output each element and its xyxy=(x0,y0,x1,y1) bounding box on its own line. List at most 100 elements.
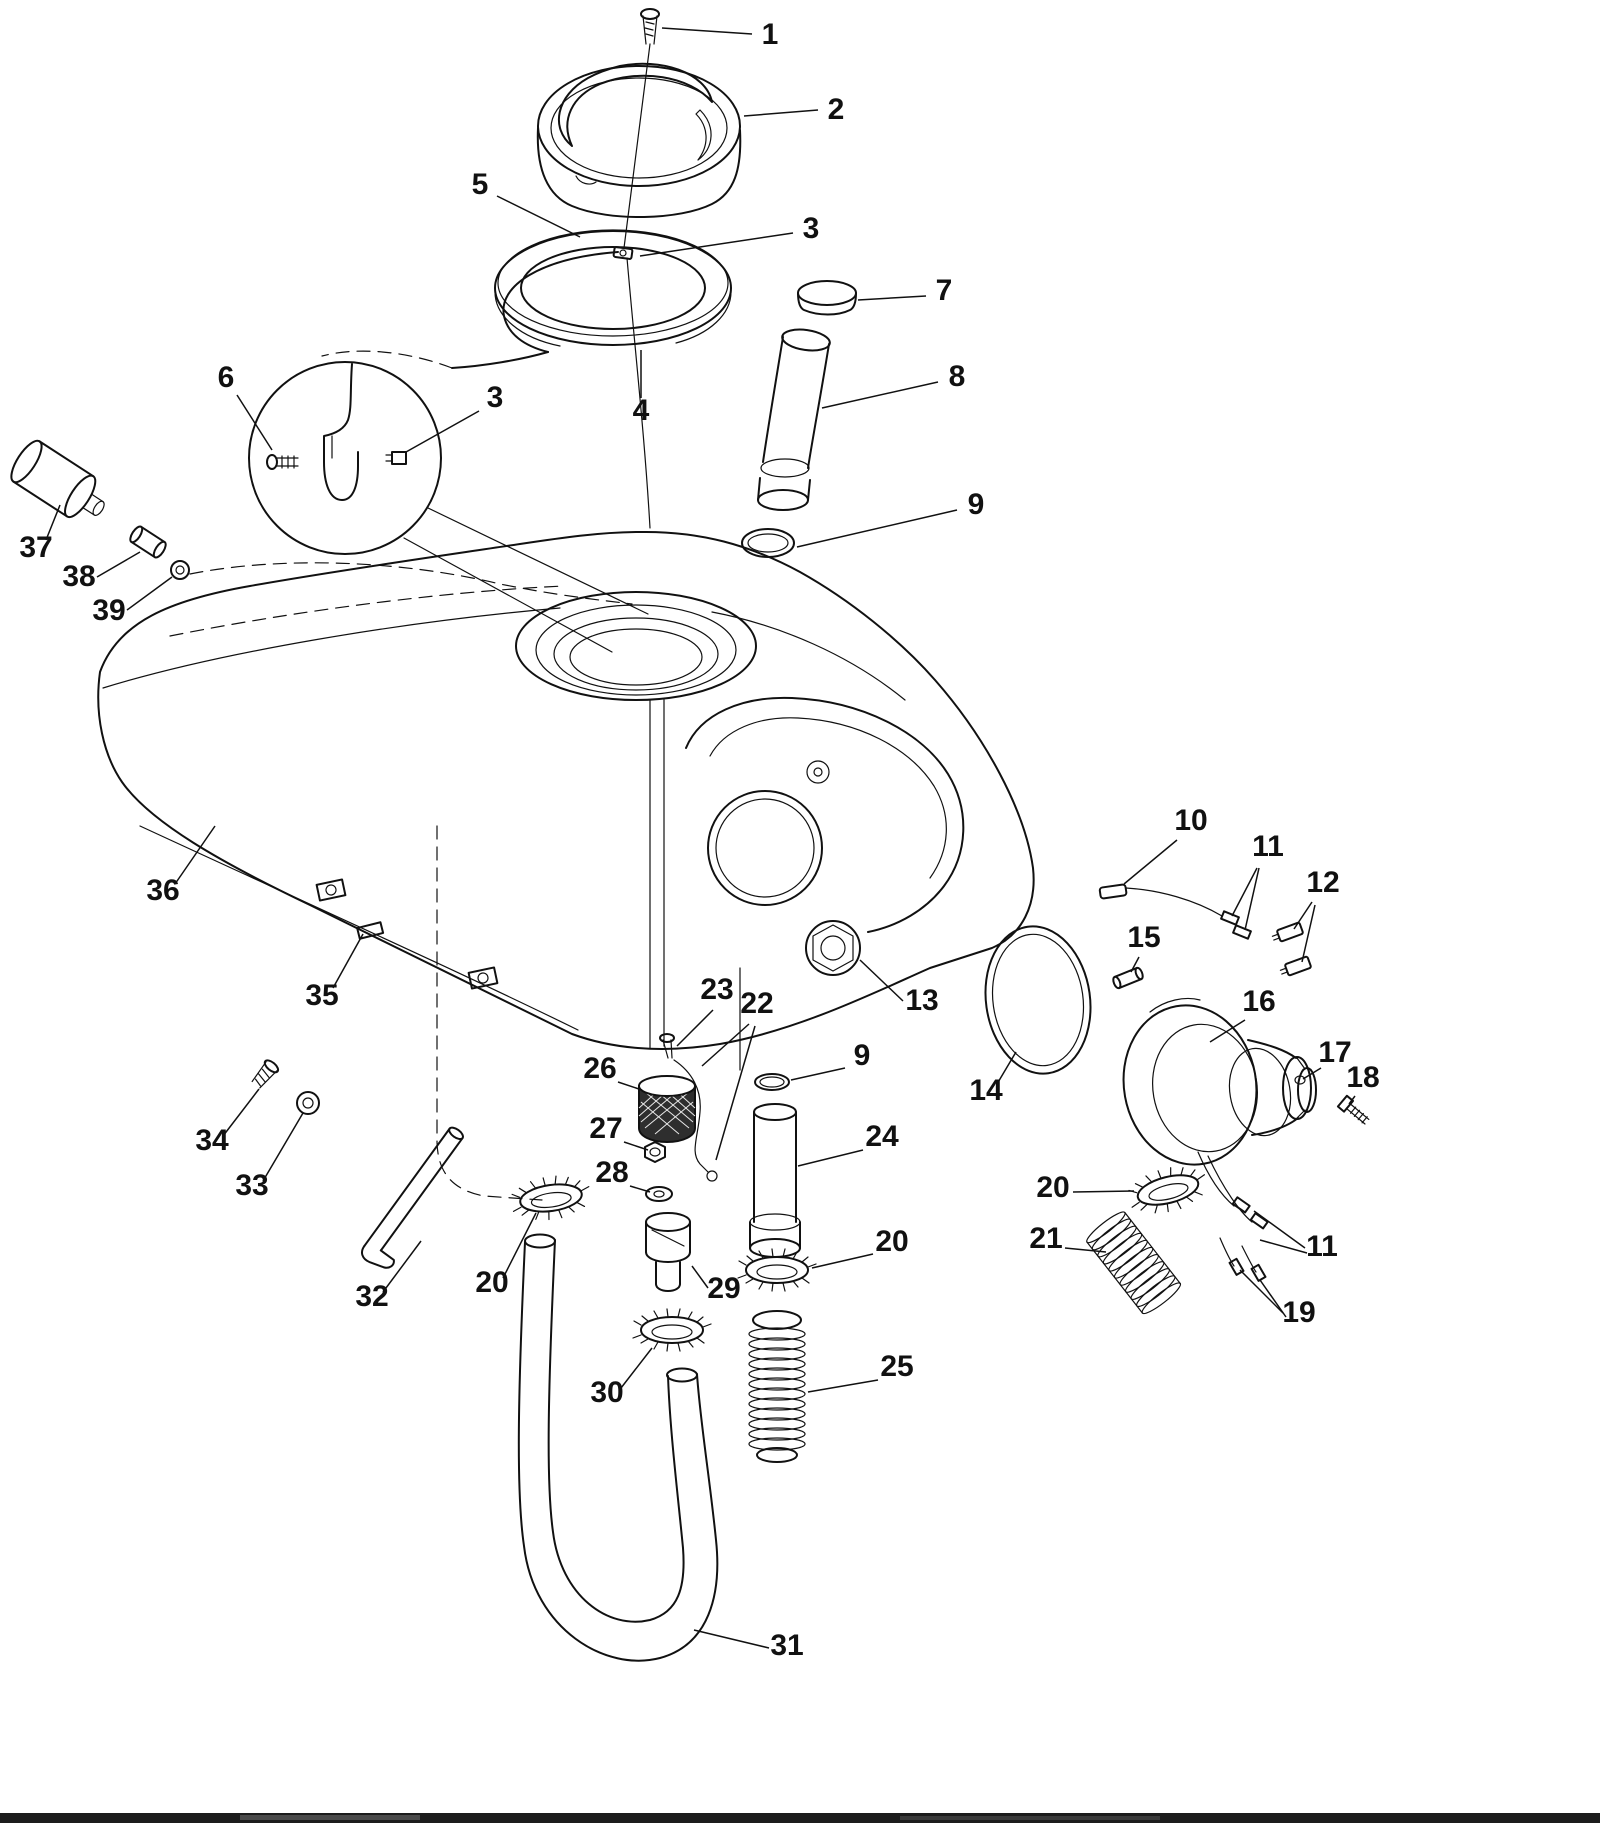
leader-line-5 xyxy=(496,195,581,238)
nut-art xyxy=(644,1141,666,1163)
leader-line-29 xyxy=(691,1265,709,1289)
callout-15: 15 xyxy=(1127,921,1160,954)
callout-9: 9 xyxy=(968,488,985,521)
leader-line-11 xyxy=(1259,1239,1308,1254)
leader-line-23 xyxy=(676,1009,714,1047)
leader-line-11 xyxy=(1231,867,1258,917)
leader-line-37 xyxy=(45,504,61,541)
leader-line-3 xyxy=(639,232,794,257)
callout-25: 25 xyxy=(880,1350,913,1383)
pickup-rod-art xyxy=(361,1126,464,1269)
callout-35: 35 xyxy=(305,979,338,1012)
vent-detail-circle-art xyxy=(248,361,649,653)
callout-9: 9 xyxy=(854,1039,871,1072)
leader-line-30 xyxy=(620,1347,653,1389)
leader-line-3 xyxy=(405,410,480,453)
leader-line-33 xyxy=(262,1112,304,1182)
callout-4: 4 xyxy=(633,394,650,427)
leader-line-9 xyxy=(796,509,958,548)
callout-33: 33 xyxy=(235,1169,268,1202)
scan-edge-strip xyxy=(0,1813,1600,1823)
callout-3: 3 xyxy=(487,381,504,414)
callout-19: 19 xyxy=(1282,1296,1315,1329)
leader-line-11 xyxy=(1253,1210,1306,1249)
leader-line-6 xyxy=(236,394,273,451)
leader-line-28 xyxy=(629,1185,651,1193)
callout-7: 7 xyxy=(936,274,953,307)
callout-16: 16 xyxy=(1242,985,1275,1018)
callout-17: 17 xyxy=(1318,1036,1351,1069)
ribbed-hose-bottom-art xyxy=(748,1310,806,1463)
leader-line-22 xyxy=(701,1023,750,1067)
tank-body-art xyxy=(97,530,1035,1201)
callout-30: 30 xyxy=(590,1376,623,1409)
callout-21: 21 xyxy=(1029,1222,1062,1255)
callout-10: 10 xyxy=(1174,804,1207,837)
sender-cylinder-art xyxy=(10,439,633,605)
outlet-fitting-art xyxy=(645,1212,691,1292)
callout-27: 27 xyxy=(589,1112,622,1145)
leader-line-7 xyxy=(857,295,927,301)
callout-36: 36 xyxy=(146,874,179,907)
callout-39: 39 xyxy=(92,594,125,627)
hose-clamp-bottom xyxy=(632,1308,712,1352)
callout-3: 3 xyxy=(803,212,820,245)
leader-line-20 xyxy=(811,1253,874,1269)
callout-13: 13 xyxy=(905,984,938,1017)
leader-line-17 xyxy=(1302,1067,1322,1080)
callout-31: 31 xyxy=(770,1629,803,1662)
callout-32: 32 xyxy=(355,1280,388,1313)
callout-26: 26 xyxy=(583,1052,616,1085)
leader-line-31 xyxy=(693,1629,770,1649)
callout-5: 5 xyxy=(472,168,489,201)
leader-line-38 xyxy=(96,551,141,578)
hose-clamp-right xyxy=(1124,1159,1212,1221)
leader-line-19 xyxy=(1259,1279,1287,1318)
washer-art xyxy=(645,1186,673,1202)
vent-cap-art xyxy=(797,280,857,316)
ribbed-hose-right-art xyxy=(1083,1208,1184,1318)
hose-clamp-mid xyxy=(737,1248,817,1292)
leader-line-20 xyxy=(1072,1190,1135,1193)
leader-line-18 xyxy=(1348,1095,1356,1105)
leader-line-11 xyxy=(1244,867,1260,931)
leader-line-27 xyxy=(623,1141,649,1151)
leader-line-39 xyxy=(126,576,173,611)
o-ring-top-art xyxy=(741,528,795,558)
leader-line-8 xyxy=(821,381,939,409)
fuel-filter-art xyxy=(638,1075,696,1144)
fuel-cap-art xyxy=(536,62,742,219)
callout-18: 18 xyxy=(1346,1061,1379,1094)
wire-clip-art xyxy=(673,1059,718,1182)
callout-20: 20 xyxy=(1036,1171,1069,1204)
callout-23: 23 xyxy=(700,973,733,1006)
bracket-screw-art xyxy=(659,1033,675,1059)
callout-37: 37 xyxy=(19,531,52,564)
cap-screw-art xyxy=(623,8,660,249)
leader-line-26 xyxy=(617,1081,643,1091)
callout-20: 20 xyxy=(875,1225,908,1258)
leader-line-25 xyxy=(807,1379,879,1393)
screw-34-art xyxy=(251,1059,320,1115)
wire-lead-art xyxy=(1098,883,1312,990)
fill-tube-art xyxy=(757,328,831,511)
hose-clamp-left xyxy=(508,1170,594,1226)
leader-line-10 xyxy=(1123,839,1178,885)
leader-line-32 xyxy=(382,1240,422,1293)
pump-seal-ring-art xyxy=(984,925,1092,1075)
leader-line-34 xyxy=(222,1088,260,1137)
callout-28: 28 xyxy=(595,1156,628,1189)
leader-line-9 xyxy=(790,1067,846,1081)
o-ring-mid-art xyxy=(754,1073,790,1091)
callout-8: 8 xyxy=(949,360,966,393)
vent-hose-art xyxy=(321,251,651,529)
leader-line-2 xyxy=(743,109,819,117)
leader-line-13 xyxy=(859,959,904,1002)
leader-line-16 xyxy=(1209,1019,1246,1043)
callout-1: 1 xyxy=(762,18,779,51)
callout-12: 12 xyxy=(1306,866,1339,899)
leader-line-15 xyxy=(1130,956,1140,973)
